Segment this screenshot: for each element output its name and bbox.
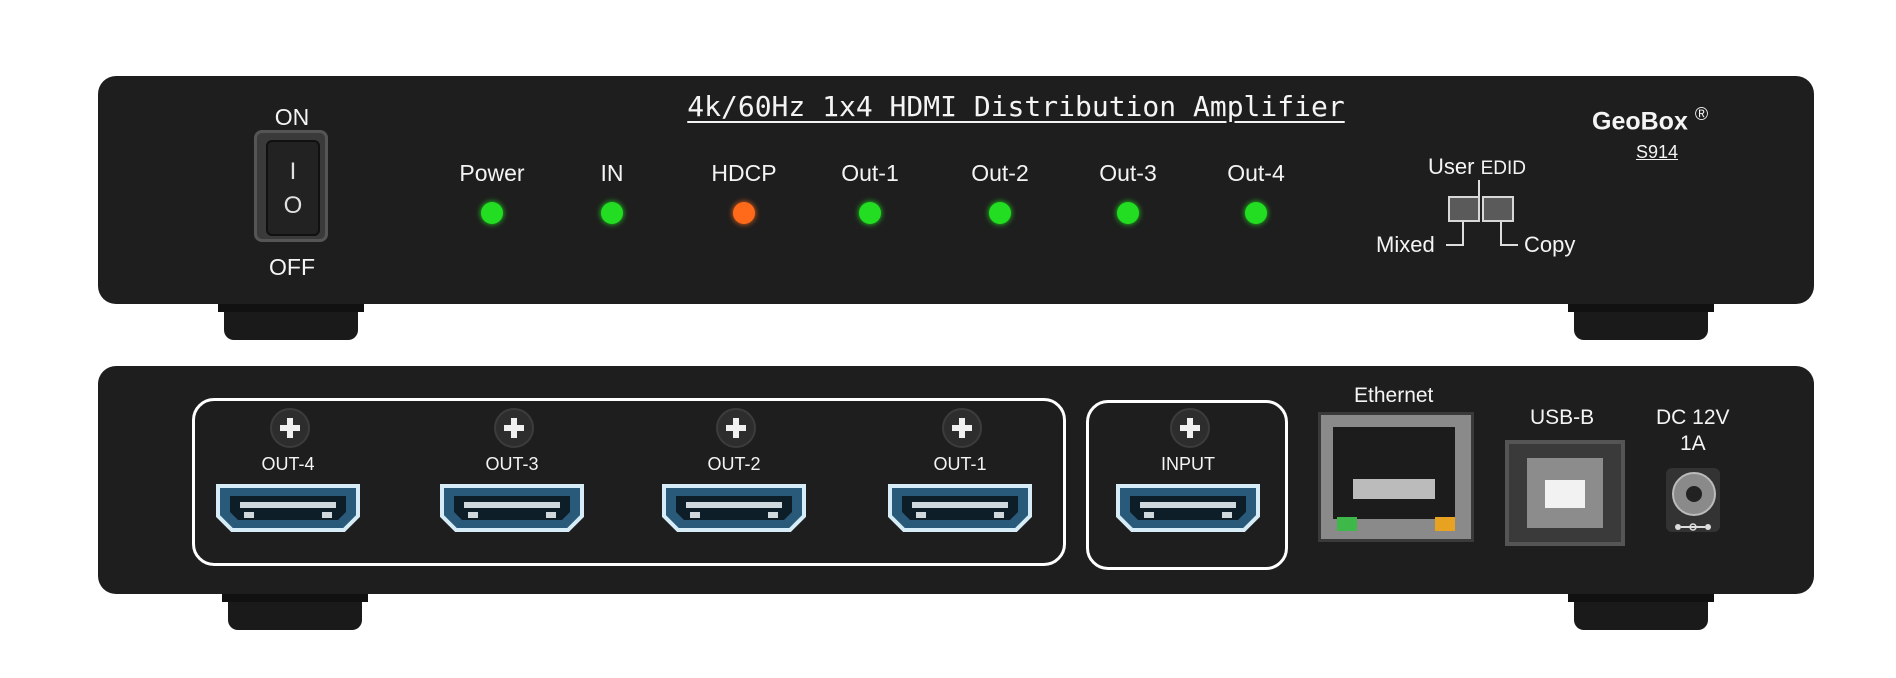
switch-off-label: OFF bbox=[269, 254, 315, 280]
output-port-group bbox=[192, 398, 1066, 566]
usb-socket bbox=[1527, 458, 1603, 528]
led-indicator bbox=[1117, 202, 1139, 224]
out-2-label: OUT-2 bbox=[707, 454, 761, 474]
led-label: Power bbox=[459, 160, 525, 186]
input-hdmi-port[interactable] bbox=[1114, 482, 1262, 534]
led-out-4: Out-4 bbox=[1196, 160, 1316, 224]
led-label: Out-2 bbox=[971, 160, 1029, 186]
model-number: S914 bbox=[1636, 142, 1679, 162]
dc-jack-pin bbox=[1686, 486, 1702, 502]
dc-jack-ring bbox=[1672, 472, 1716, 516]
led-label: HDCP bbox=[711, 160, 777, 186]
rear-right-foot bbox=[1568, 594, 1714, 630]
usb-connector-core bbox=[1545, 480, 1585, 508]
mixed-bracket bbox=[1446, 222, 1464, 246]
ethernet-port[interactable] bbox=[1318, 412, 1474, 542]
mounting-screw-icon bbox=[716, 408, 756, 448]
edid-dip-switch-mixed[interactable] bbox=[1448, 196, 1480, 222]
mounting-screw-icon bbox=[942, 408, 982, 448]
switch-on-label: ON bbox=[274, 104, 310, 130]
usb-label: USB-B bbox=[1530, 406, 1595, 429]
out-1-label: OUT-1 bbox=[933, 454, 987, 474]
ethernet-socket bbox=[1333, 427, 1455, 519]
out-2-hdmi-port[interactable] bbox=[660, 482, 808, 534]
edid-copy-label: Copy bbox=[1524, 232, 1576, 257]
led-in: IN bbox=[552, 160, 672, 224]
dc-label-line1: DC 12V bbox=[1656, 406, 1730, 429]
ethernet-link-led bbox=[1337, 517, 1357, 531]
ethernet-activity-led bbox=[1435, 517, 1455, 531]
ethernet-label: Ethernet bbox=[1354, 384, 1434, 407]
mounting-screw-icon bbox=[1170, 408, 1210, 448]
edid-dip-switch-copy[interactable] bbox=[1482, 196, 1514, 222]
dc-power-jack[interactable] bbox=[1666, 468, 1720, 532]
led-out-3: Out-3 bbox=[1068, 160, 1188, 224]
device-title: 4k/60Hz 1x4 HDMI Distribution Amplifier bbox=[687, 90, 1345, 123]
edid-label: User EDID bbox=[1428, 154, 1526, 180]
out-3-hdmi-port[interactable] bbox=[438, 482, 586, 534]
led-label: Out-1 bbox=[841, 160, 899, 186]
led-label: IN bbox=[600, 160, 624, 186]
on-symbol: I bbox=[289, 158, 297, 185]
out-1-hdmi-port[interactable] bbox=[886, 482, 1034, 534]
led-indicator bbox=[481, 202, 503, 224]
led-out-2: Out-2 bbox=[940, 160, 1060, 224]
front-right-foot bbox=[1568, 304, 1714, 340]
led-label: Out-3 bbox=[1099, 160, 1157, 186]
edid-title-label: EDID bbox=[1480, 158, 1526, 179]
brand-text: GeoBox bbox=[1592, 107, 1688, 136]
input-port-group bbox=[1086, 400, 1288, 570]
edid-tick bbox=[1478, 180, 1480, 198]
led-label: Out-4 bbox=[1227, 160, 1285, 186]
mounting-screw-icon bbox=[494, 408, 534, 448]
mounting-screw-icon bbox=[270, 408, 310, 448]
input-label: INPUT bbox=[1161, 454, 1215, 474]
led-indicator bbox=[859, 202, 881, 224]
front-panel bbox=[98, 76, 1814, 304]
usb-b-port[interactable] bbox=[1505, 440, 1625, 546]
led-indicator bbox=[1245, 202, 1267, 224]
edid-mixed-label: Mixed bbox=[1376, 232, 1435, 257]
brand-name: GeoBox ® bbox=[1592, 104, 1708, 136]
led-indicator bbox=[601, 202, 623, 224]
dc-label-line2: 1A bbox=[1680, 432, 1706, 455]
led-indicator bbox=[733, 202, 755, 224]
out-4-label: OUT-4 bbox=[261, 454, 315, 474]
out-3-label: OUT-3 bbox=[485, 454, 539, 474]
led-out-1: Out-1 bbox=[810, 160, 930, 224]
led-indicator bbox=[989, 202, 1011, 224]
edid-user-label: User bbox=[1428, 154, 1475, 179]
off-symbol: O bbox=[283, 192, 303, 219]
copy-bracket bbox=[1500, 222, 1518, 246]
rear-left-foot bbox=[222, 594, 368, 630]
power-switch[interactable]: I O bbox=[254, 130, 328, 242]
dc-polarity-icon bbox=[1674, 518, 1712, 531]
brand-registered-mark: ® bbox=[1694, 104, 1709, 124]
out-4-hdmi-port[interactable] bbox=[214, 482, 362, 534]
led-hdcp: HDCP bbox=[684, 160, 804, 224]
ethernet-contacts bbox=[1353, 479, 1435, 499]
front-left-foot bbox=[218, 304, 364, 340]
led-power: Power bbox=[432, 160, 552, 224]
rocker-button[interactable]: I O bbox=[266, 140, 320, 236]
